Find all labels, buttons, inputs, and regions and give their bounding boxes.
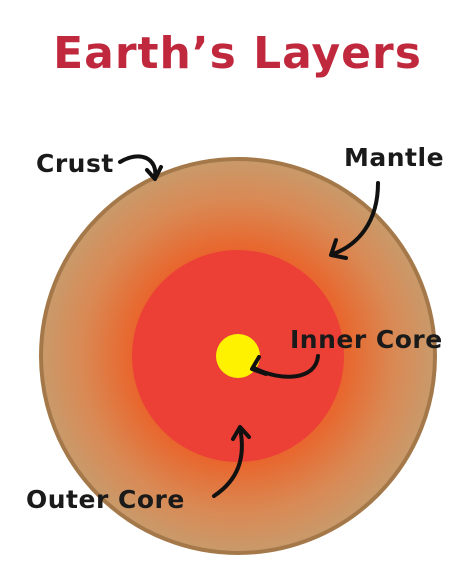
- mantle-label: Mantle: [344, 143, 444, 172]
- crust-arrow: [118, 154, 163, 181]
- inner-core-label: Inner Core: [290, 325, 443, 354]
- outer-core-label: Outer Core: [26, 485, 185, 514]
- outer-core-arrow: [212, 425, 251, 498]
- inner-core: [216, 334, 260, 378]
- mantle-arrow: [329, 181, 380, 260]
- page-title: Earth’s Layers: [53, 28, 422, 79]
- crust-label: Crust: [36, 149, 114, 178]
- inner-core-arrow: [250, 354, 320, 379]
